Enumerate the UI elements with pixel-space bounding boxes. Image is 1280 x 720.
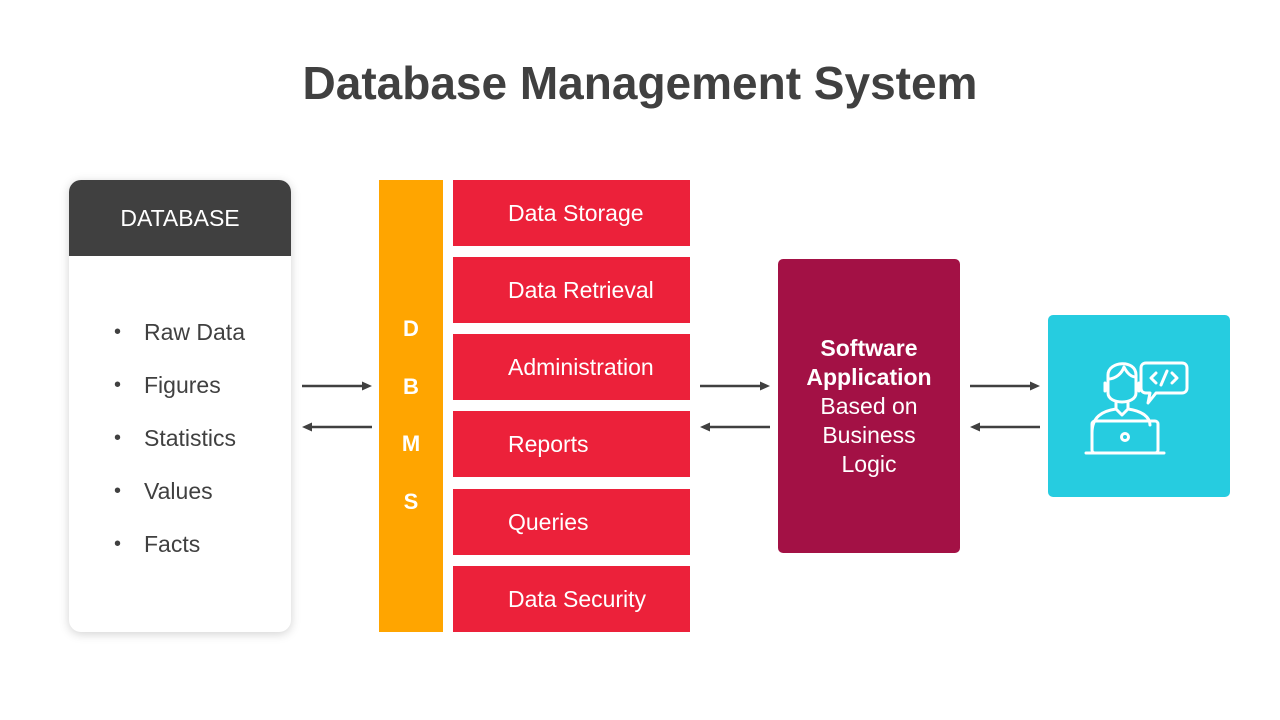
database-item: Figures <box>69 359 245 412</box>
app-title-line: Application <box>806 363 932 390</box>
function-box-data-retrieval: Data Retrieval <box>453 257 690 323</box>
dbms-letter: B <box>403 374 419 399</box>
app-title-line: Software <box>820 334 918 361</box>
dbms-bar: D B M S <box>379 180 443 632</box>
arrow-left-dbms-to-db <box>302 422 372 432</box>
database-header: DATABASE <box>69 180 291 256</box>
arrow-right-db-to-dbms <box>302 381 372 391</box>
database-list: Raw Data Figures Statistics Values Facts <box>69 306 245 571</box>
app-desc-line: Based on <box>820 392 918 419</box>
arrow-right-functions-to-app <box>700 381 770 391</box>
function-box-queries: Queries <box>453 489 690 555</box>
dbms-letter: S <box>403 489 419 514</box>
app-desc-line: Logic <box>841 450 897 477</box>
database-item: Raw Data <box>69 306 245 359</box>
software-application-box: Software Application Based on Business L… <box>778 259 960 553</box>
app-desc-line: Business <box>822 421 916 448</box>
arrow-right-app-to-user <box>970 381 1040 391</box>
function-box-data-storage: Data Storage <box>453 180 690 246</box>
database-item: Facts <box>69 518 245 571</box>
developer-box <box>1048 315 1230 497</box>
database-item: Statistics <box>69 412 245 465</box>
dbms-letter: D <box>403 316 419 341</box>
dbms-letter: M <box>401 431 421 456</box>
page-title: Database Management System <box>302 57 978 109</box>
function-box-administration: Administration <box>453 334 690 400</box>
database-item: Values <box>69 465 245 518</box>
database-card: DATABASE Raw Data Figures Statistics Val… <box>69 180 291 632</box>
function-box-reports: Reports <box>453 411 690 477</box>
function-box-data-security: Data Security <box>453 566 690 632</box>
arrow-left-user-to-app <box>970 422 1040 432</box>
arrow-left-app-to-functions <box>700 422 770 432</box>
developer-laptop-code-icon <box>1084 361 1189 455</box>
